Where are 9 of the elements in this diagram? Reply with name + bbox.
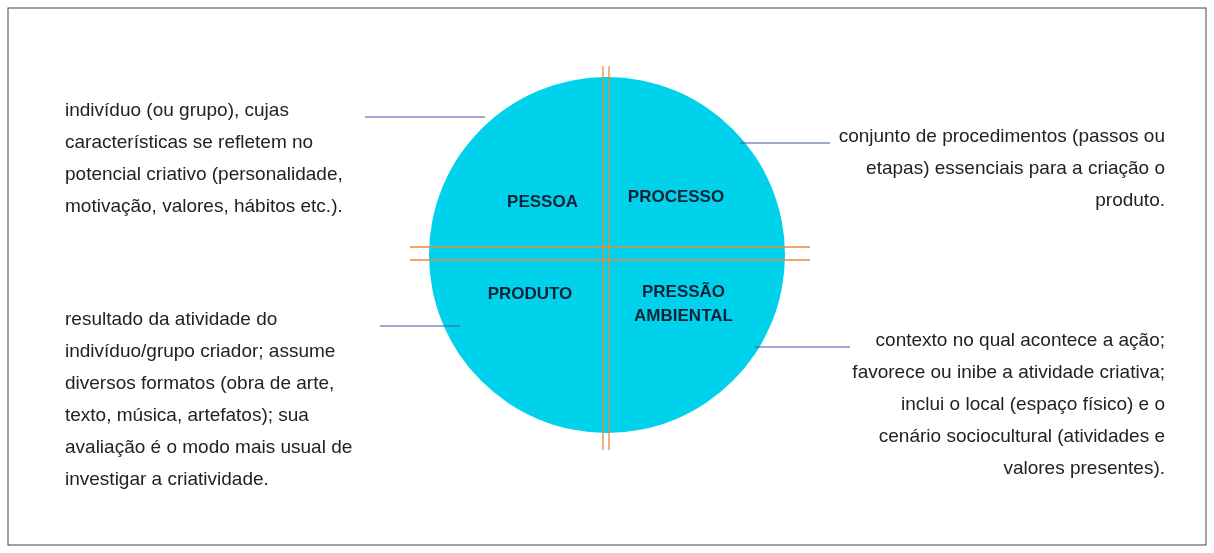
description-text: contexto no qual acontece a ação; favorece ou inibe a atividade criativa; inclui o local (espaço físico) e o cenário sociocultural (atividades e valores presentes). xyxy=(852,329,1165,478)
quadrant-label: PROCESSO xyxy=(627,186,725,208)
description-text: indivíduo (ou grupo), cujas características se refletem no potencial criativo (personalidade, motivação, valores, hábitos etc.). xyxy=(65,99,343,216)
quadrant-label: PRESSÃO AMBIENTAL xyxy=(633,281,734,327)
quadrant-label: PRODUTO xyxy=(487,283,573,305)
leader-line xyxy=(364,116,486,118)
description-text: resultado da atividade do indivíduo/grupo criador; assume diversos formatos (obra de arte, texto, música, artefatos); sua avaliação é o modo mais usual de investigar a criatividade. xyxy=(65,308,353,489)
description-text: conjunto de procedimentos (passos ou etapas) essenciais para a criação o produto. xyxy=(838,125,1165,210)
quadrant-label: PESSOA xyxy=(507,191,578,213)
